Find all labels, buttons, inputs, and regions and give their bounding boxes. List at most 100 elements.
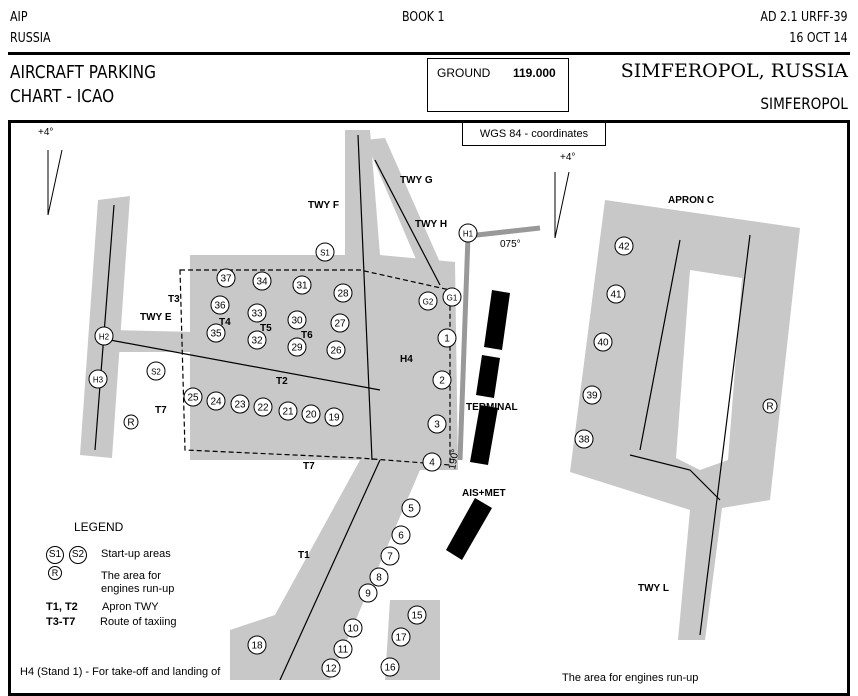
stand-28: 28 [333, 283, 353, 303]
stand-39: 39 [582, 385, 602, 405]
svg-text:31: 31 [296, 281, 308, 292]
legend-title: LEGEND [74, 520, 124, 534]
city-name: SIMFEROPOL [760, 94, 848, 113]
svg-text:10: 10 [347, 624, 359, 635]
stand-25: 25 [183, 387, 203, 407]
stand-r: R [123, 414, 139, 430]
stand-g2: G2 [418, 291, 438, 311]
svg-text:15: 15 [411, 611, 423, 622]
stand-15: 15 [407, 605, 427, 625]
stand-19: 19 [324, 407, 344, 427]
label-twy-l: TWY L [638, 583, 669, 594]
stand-11: 11 [333, 639, 353, 659]
svg-text:G1: G1 [447, 294, 458, 303]
header-book: BOOK 1 [402, 10, 445, 25]
svg-text:S1: S1 [320, 249, 330, 258]
svg-text:36: 36 [214, 301, 226, 312]
svg-text:37: 37 [220, 274, 232, 285]
label-twy-e: TWY E [140, 312, 172, 323]
variation-right: +4° [560, 152, 576, 163]
header-aip: AIP [10, 10, 28, 25]
label-t1: T1 [298, 550, 310, 561]
svg-text:11: 11 [338, 645, 349, 656]
label-hdg-075: 075° [500, 239, 521, 250]
svg-text:9: 9 [365, 589, 371, 600]
label-t6: T6 [301, 330, 313, 341]
label-t7: T7 [155, 405, 167, 416]
svg-text:19: 19 [328, 413, 340, 424]
stand-6: 6 [391, 525, 411, 545]
stand-20: 20 [301, 404, 321, 424]
stand-h3: H3 [88, 369, 108, 389]
svg-text:26: 26 [330, 346, 342, 357]
svg-text:34: 34 [256, 277, 268, 288]
stand-33: 33 [247, 303, 267, 323]
svg-text:12: 12 [325, 664, 337, 675]
svg-text:3: 3 [434, 420, 440, 431]
stand-s2: S2 [146, 361, 166, 381]
stand-r: R [762, 398, 778, 414]
svg-text:8: 8 [376, 573, 382, 584]
svg-text:29: 29 [291, 343, 303, 354]
svg-text:S2: S2 [151, 368, 161, 377]
stand-23: 23 [230, 394, 250, 414]
frequency-box: GROUND 119.000 [427, 58, 569, 112]
chart-title-1: AIRCRAFT PARKING [10, 62, 156, 83]
svg-text:20: 20 [305, 410, 317, 421]
label-apron-c: APRON C [668, 195, 714, 206]
note-h4: H4 (Stand 1) - For take-off and landing … [20, 666, 221, 678]
stand-7: 7 [380, 546, 400, 566]
header-date: 16 OCT 14 [789, 31, 848, 46]
terminal-buildings [446, 290, 510, 560]
frequency-value: 119.000 [513, 66, 556, 80]
stand-g1: G1 [442, 287, 462, 307]
svg-text:17: 17 [395, 633, 407, 644]
legend-runup-2: engines run-up [101, 583, 175, 595]
stand-10: 10 [343, 618, 363, 638]
stand-s1: S1 [315, 242, 335, 262]
svg-text:30: 30 [291, 316, 303, 327]
stand-12: 12 [321, 658, 341, 678]
stand-5: 5 [401, 498, 421, 518]
label-t5: T5 [260, 323, 272, 334]
stand-30: 30 [287, 310, 307, 330]
svg-text:21: 21 [282, 407, 294, 418]
stand-38: 38 [574, 429, 594, 449]
label-t7-lower: T7 [303, 461, 315, 472]
legend-s2-symbol: S2 [69, 546, 87, 564]
svg-text:23: 23 [234, 400, 246, 411]
stand-41: 41 [606, 284, 626, 304]
taxi-routes [94, 134, 751, 680]
legend-apron-twy: Apron TWY [102, 601, 159, 613]
svg-text:22: 22 [257, 403, 269, 414]
header-page-id: AD 2.1 URFF-39 [760, 10, 848, 25]
airport-name: SIMFEROPOL, RUSSIA [620, 60, 848, 82]
label-twy-f: TWY F [308, 200, 339, 211]
stand-17: 17 [391, 627, 411, 647]
stand-29: 29 [287, 337, 307, 357]
header-rule [8, 52, 850, 55]
note-runup: The area for engines run-up [562, 672, 699, 684]
stand-h2: H2 [94, 326, 114, 346]
stand-35: 35 [206, 323, 226, 343]
label-hdg-190: 190° [447, 448, 461, 470]
svg-text:27: 27 [334, 319, 346, 330]
stand-3: 3 [427, 414, 447, 434]
svg-text:41: 41 [610, 290, 622, 301]
svg-text:28: 28 [337, 289, 349, 300]
apron-c-island [676, 270, 742, 470]
label-t2: T2 [276, 376, 288, 387]
stand-32: 32 [247, 330, 267, 350]
stand-40: 40 [593, 332, 613, 352]
svg-text:33: 33 [251, 309, 263, 320]
label-ais-met: AIS+MET [462, 488, 506, 499]
north-arrows [47, 149, 570, 239]
svg-text:18: 18 [251, 641, 263, 652]
svg-text:42: 42 [618, 242, 630, 253]
stand-18: 18 [247, 635, 267, 655]
stand-h1: H1 [458, 223, 478, 243]
legend-s1-symbol: S1 [46, 546, 64, 564]
stand-42: 42 [614, 236, 634, 256]
svg-text:6: 6 [398, 531, 404, 542]
svg-text:7: 7 [387, 552, 393, 563]
